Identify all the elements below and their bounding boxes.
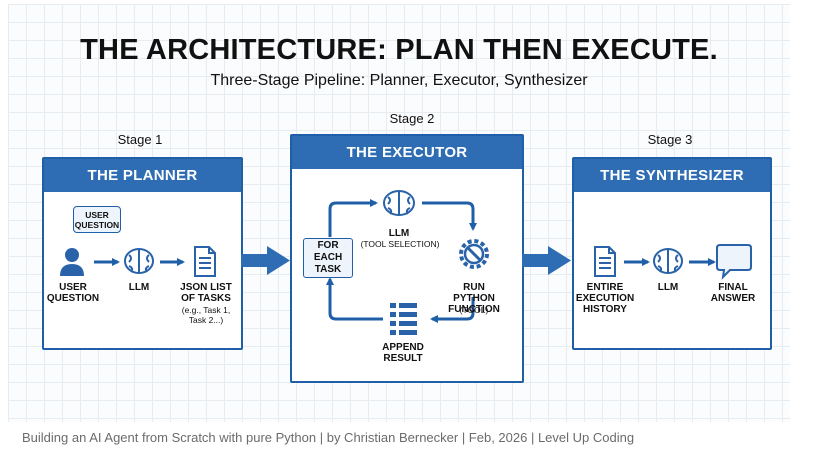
- final-answer-label: FINAL ANSWER: [710, 282, 756, 304]
- gear-wrench-icon: [459, 239, 489, 269]
- diagram-canvas: THE ARCHITECTURE: PLAN THEN EXECUTE. Thr…: [8, 4, 790, 422]
- brain-icon: [383, 190, 415, 216]
- planner-llm-label: LLM: [128, 282, 150, 293]
- stage-3-label: Stage 3: [647, 132, 693, 147]
- executor-llm-label: LLM: [388, 228, 410, 239]
- diagram-graphics: [60, 190, 752, 335]
- run-python-function-label: RUN PYTHON FUNCTION: [448, 282, 500, 315]
- brain-icon: [653, 248, 683, 274]
- document-icon: [194, 246, 216, 277]
- stage-1-label: Stage 1: [117, 132, 163, 147]
- executor-header: THE EXECUTOR: [292, 136, 522, 169]
- chat-bubble-icon: [716, 244, 752, 280]
- brain-icon: [124, 248, 154, 274]
- for-each-task-box: FOR EACH TASK: [303, 238, 353, 278]
- list-icon: [390, 303, 417, 335]
- execution-history-label: ENTIRE EXECUTION HISTORY: [575, 282, 635, 315]
- user-question-bubble: USER QUESTION: [73, 206, 121, 233]
- planner-header: THE PLANNER: [44, 159, 241, 192]
- tool-label: (TOOL): [459, 305, 489, 315]
- document-icon: [594, 246, 616, 277]
- user-question-label: USER QUESTION: [46, 282, 100, 304]
- json-list-label: JSON LIST OF TASKS: [180, 282, 232, 304]
- executor-loop: [326, 199, 477, 323]
- json-list-example: (e.g., Task 1, Task 2...): [181, 305, 231, 325]
- user-icon: [60, 248, 84, 276]
- append-result-label: APPEND RESULT: [382, 342, 424, 364]
- image-caption: Building an AI Agent from Scratch with p…: [22, 430, 635, 445]
- diagram-title: THE ARCHITECTURE: PLAN THEN EXECUTE.: [80, 34, 718, 66]
- stage-2-label: Stage 2: [389, 111, 435, 126]
- synthesizer-header: THE SYNTHESIZER: [574, 159, 770, 192]
- synthesizer-llm-label: LLM: [657, 282, 679, 293]
- big-arrow-2-icon: [522, 246, 571, 275]
- diagram-subtitle: Three-Stage Pipeline: Planner, Executor,…: [210, 72, 588, 89]
- executor-panel: THE EXECUTOR: [290, 134, 524, 383]
- big-arrow-1-icon: [241, 246, 290, 275]
- tool-selection-label: (TOOL SELECTION): [360, 239, 440, 249]
